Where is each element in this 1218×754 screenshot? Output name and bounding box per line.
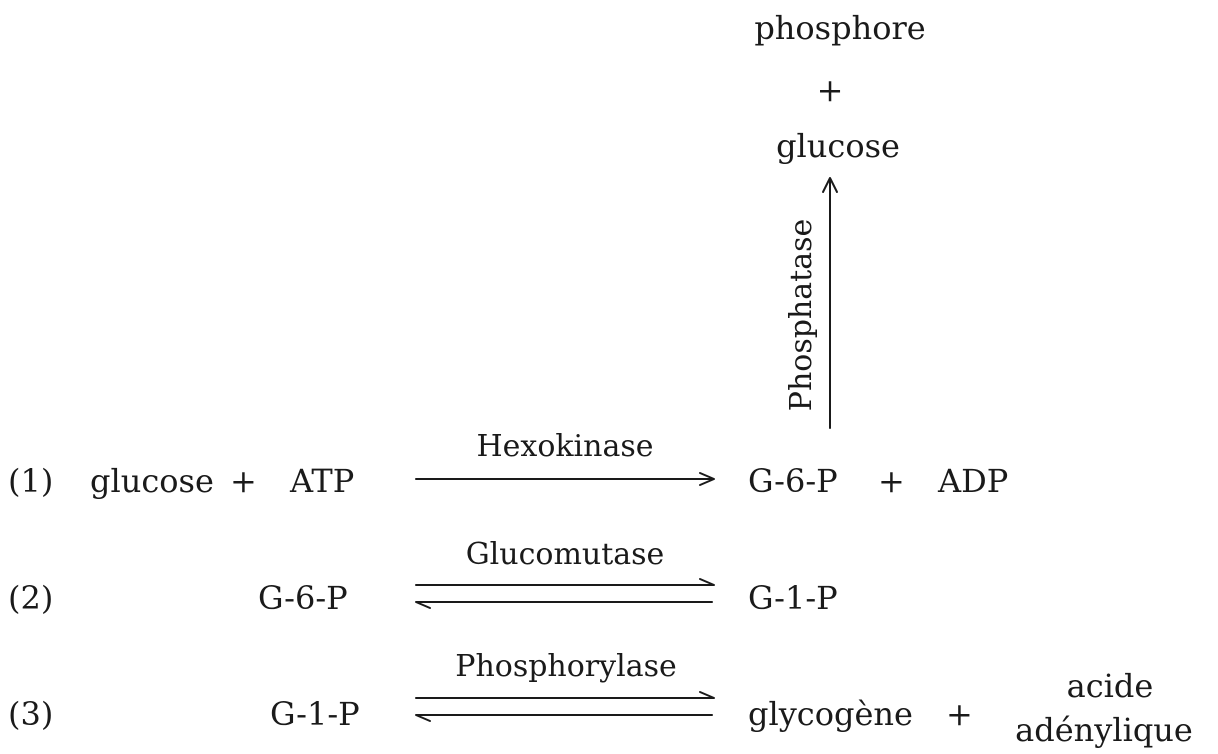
product-adp: ADP	[938, 462, 1009, 500]
glucomutase-equilibrium-arrows	[415, 578, 715, 609]
reactant-g6p: G-6-P	[258, 579, 348, 617]
plus-sign-r3-right: +	[946, 695, 973, 733]
product-glycogene: glycogène	[748, 695, 913, 733]
phosphore-label: phosphore	[754, 9, 926, 47]
glucomutase-enzyme-label: Glucomutase	[465, 537, 665, 572]
plus-sign-r1-left: +	[230, 462, 257, 500]
phosphorylase-enzyme-label: Phosphorylase	[455, 649, 677, 684]
product-g6p: G-6-P	[748, 462, 838, 500]
phosphorylase-equilibrium-arrows	[415, 691, 715, 722]
reactant-g1p: G-1-P	[270, 695, 360, 733]
adenylique-label: adénylique	[1015, 711, 1193, 749]
hexokinase-arrow	[415, 472, 715, 486]
phosphatase-arrow	[822, 177, 838, 429]
plus-sign-top: +	[816, 71, 844, 109]
hexokinase-enzyme-label: Hexokinase	[476, 429, 654, 464]
acide-label: acide	[1066, 667, 1154, 705]
reaction-number-1: (1)	[8, 462, 54, 500]
plus-sign-r1-right: +	[878, 462, 905, 500]
phosphatase-enzyme-label: Phosphatase	[784, 218, 819, 412]
glucose-product-label: glucose	[776, 127, 900, 165]
reaction-number-3: (3)	[8, 695, 54, 733]
reactant-atp: ATP	[290, 462, 355, 500]
reaction-number-2: (2)	[8, 579, 54, 617]
reactant-glucose: glucose	[90, 462, 214, 500]
product-g1p: G-1-P	[748, 579, 838, 617]
